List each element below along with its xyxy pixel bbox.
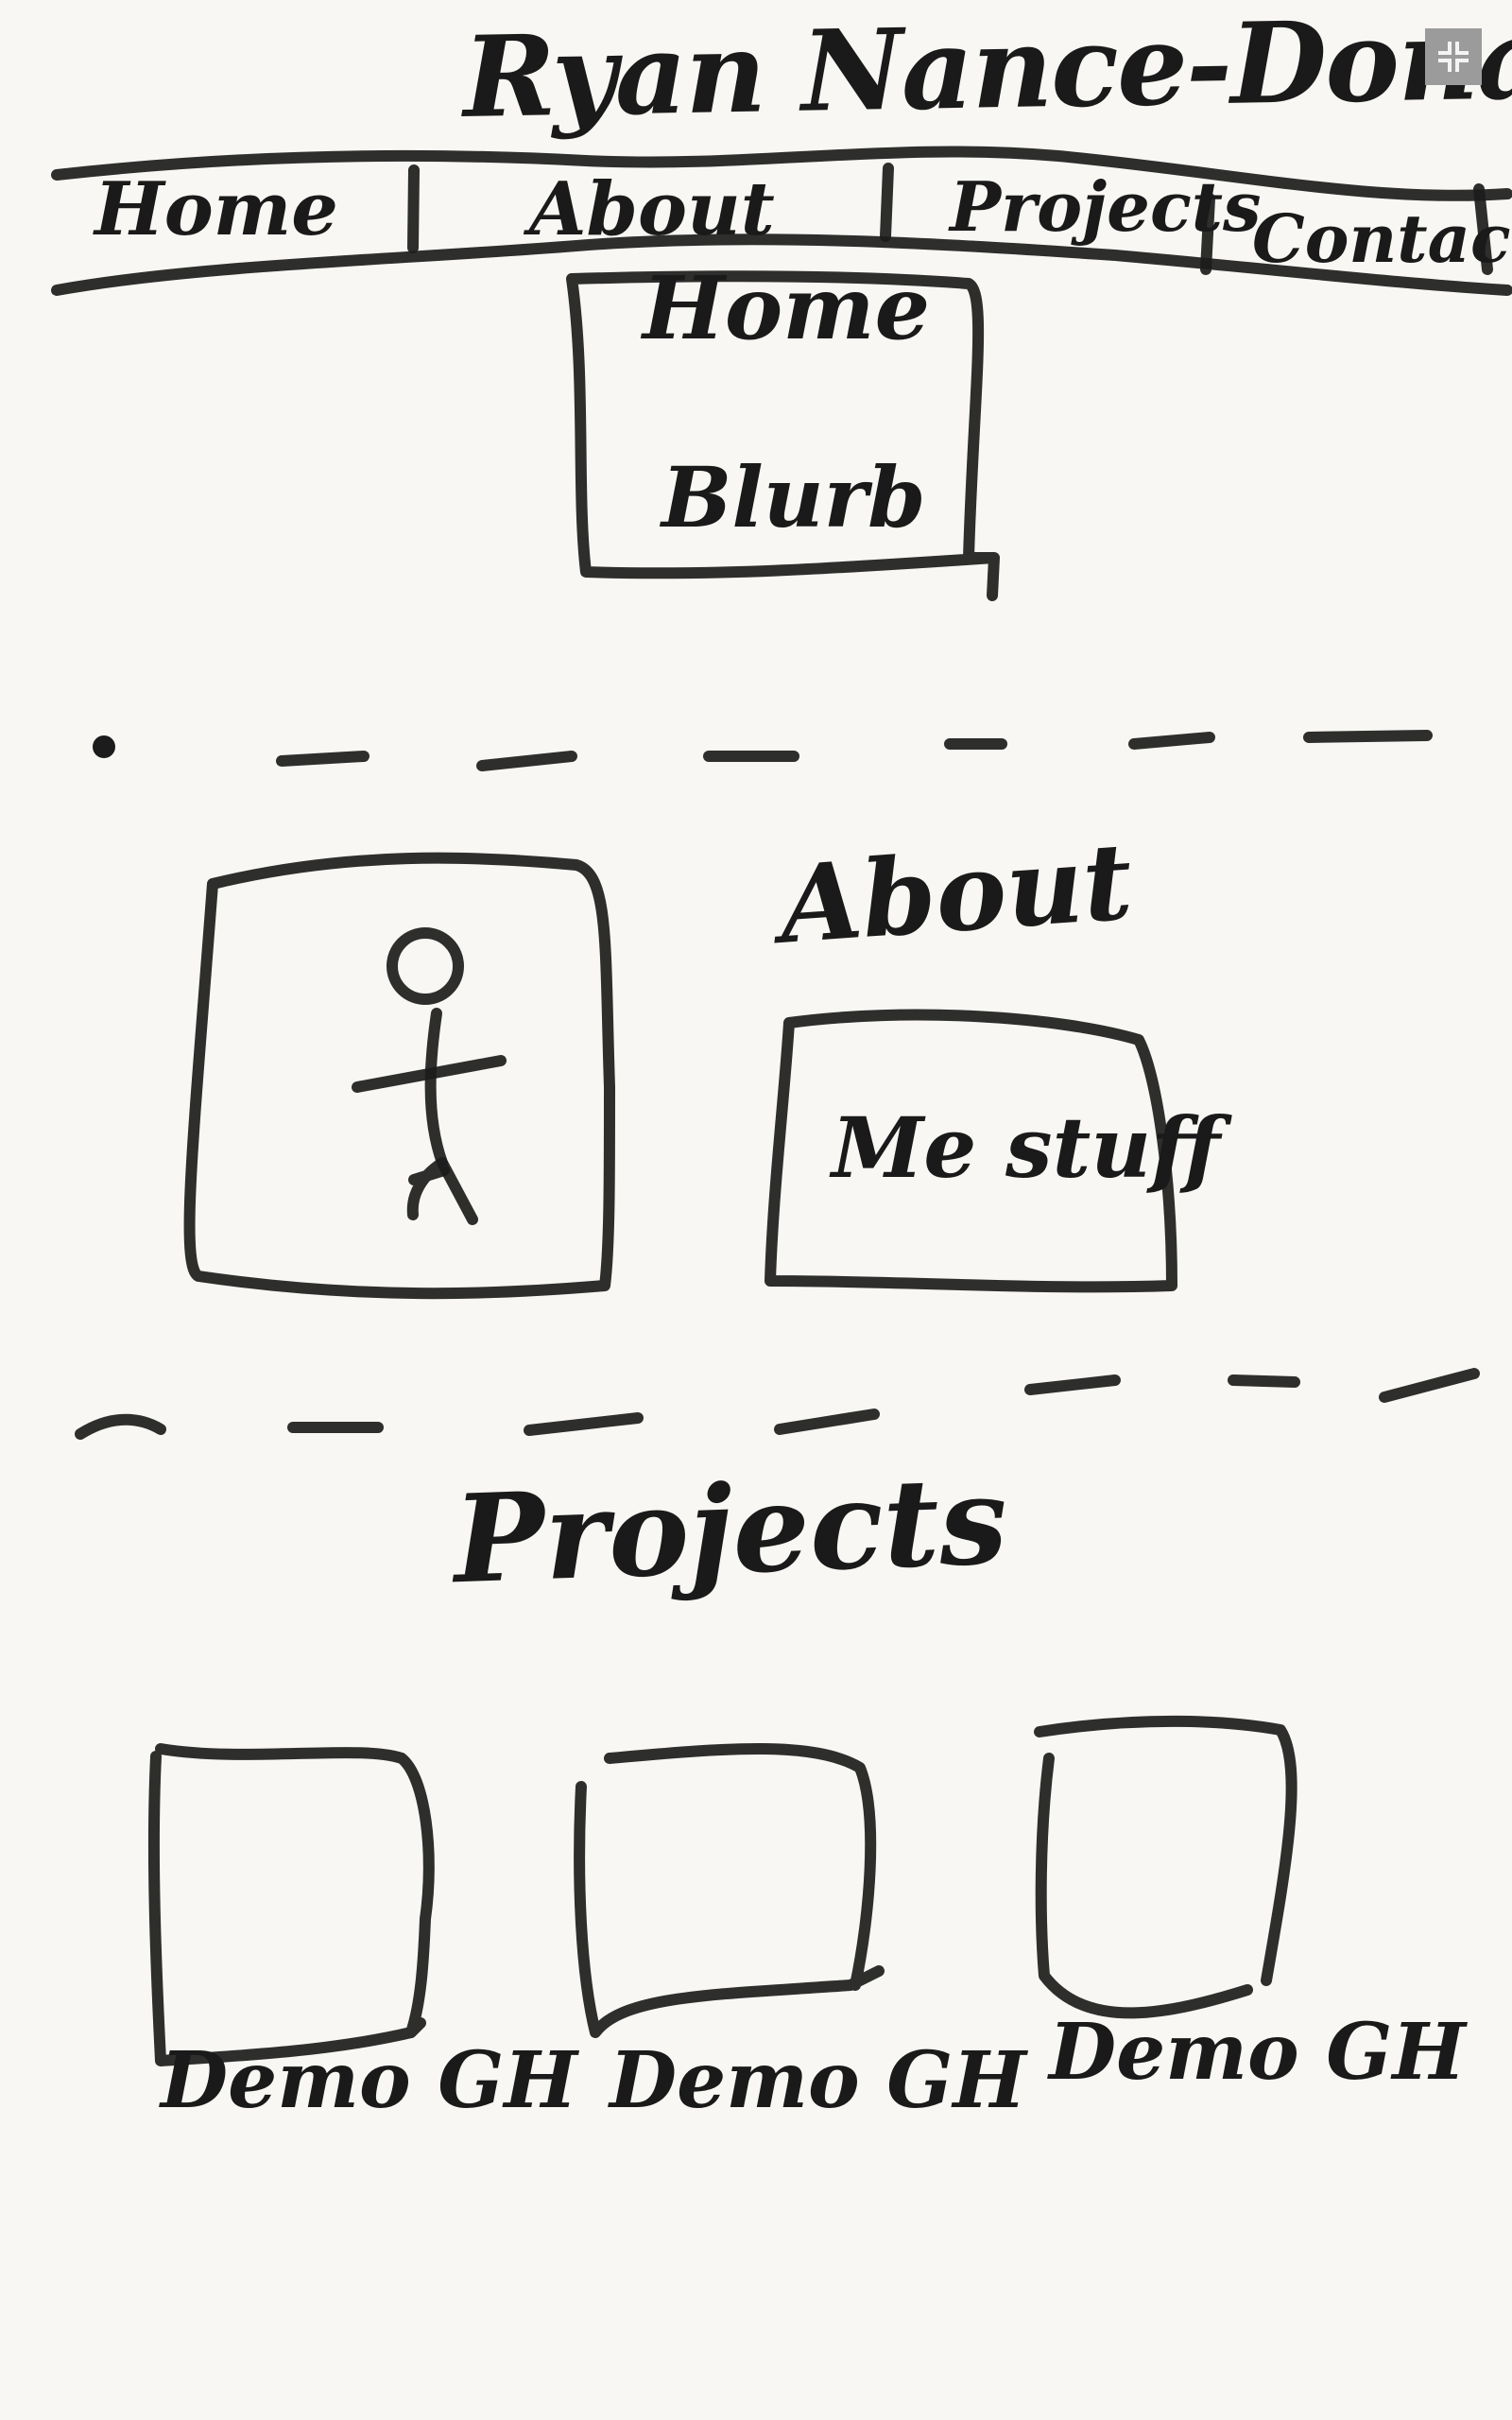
stick-figure-arms (352, 1055, 507, 1093)
section-divider (1128, 732, 1215, 750)
nav-separator (880, 163, 894, 242)
about-text: Me stuff (832, 1098, 1220, 1197)
section-divider (524, 1412, 644, 1436)
nav-top-line (51, 146, 1512, 201)
stick-figure-head (387, 927, 464, 1005)
section-divider (1228, 1374, 1300, 1388)
nav-item-contact[interactable]: Contact (1252, 199, 1512, 278)
stick-figure-body (424, 1008, 478, 1225)
nav-separator (407, 164, 420, 253)
nav-item-projects[interactable]: Projects (950, 166, 1262, 247)
collapse-icon (1438, 42, 1469, 72)
project-box-2 (574, 1743, 885, 2038)
project-label[interactable]: Demo GH (161, 2035, 577, 2126)
section-divider (774, 1409, 880, 1435)
about-photo-box (183, 852, 615, 1300)
section-divider (1303, 730, 1433, 743)
stick-figure-leg (406, 1157, 450, 1220)
project-label[interactable]: Demo GH (1049, 2007, 1466, 2098)
home-heading: Home (643, 257, 931, 359)
home-box (566, 270, 1000, 601)
about-heading: About (775, 820, 1137, 968)
section-divider (476, 751, 577, 771)
project-label[interactable]: Demo GH (610, 2035, 1026, 2126)
about-text-box (765, 1009, 1177, 1293)
page-title: Ryan Nance-Donaldson (461, 0, 1512, 144)
bullet-dot (93, 735, 115, 758)
nav-separator (1473, 183, 1493, 275)
projects-heading: Projects (451, 1449, 1010, 1612)
project-box-3 (1034, 1715, 1297, 2019)
nav-item-home[interactable]: Home (94, 166, 338, 252)
nav-separator (1200, 193, 1215, 275)
nav-bottom-line (51, 233, 1512, 296)
project-box-1 (147, 1743, 435, 2066)
section-divider (1024, 1374, 1121, 1395)
home-blurb: Blurb (662, 448, 926, 546)
section-divider (75, 1413, 166, 1440)
nav-item-about[interactable]: About (529, 166, 775, 252)
section-divider (276, 751, 369, 767)
section-divider (1379, 1368, 1480, 1403)
collapse-button[interactable] (1425, 28, 1482, 85)
